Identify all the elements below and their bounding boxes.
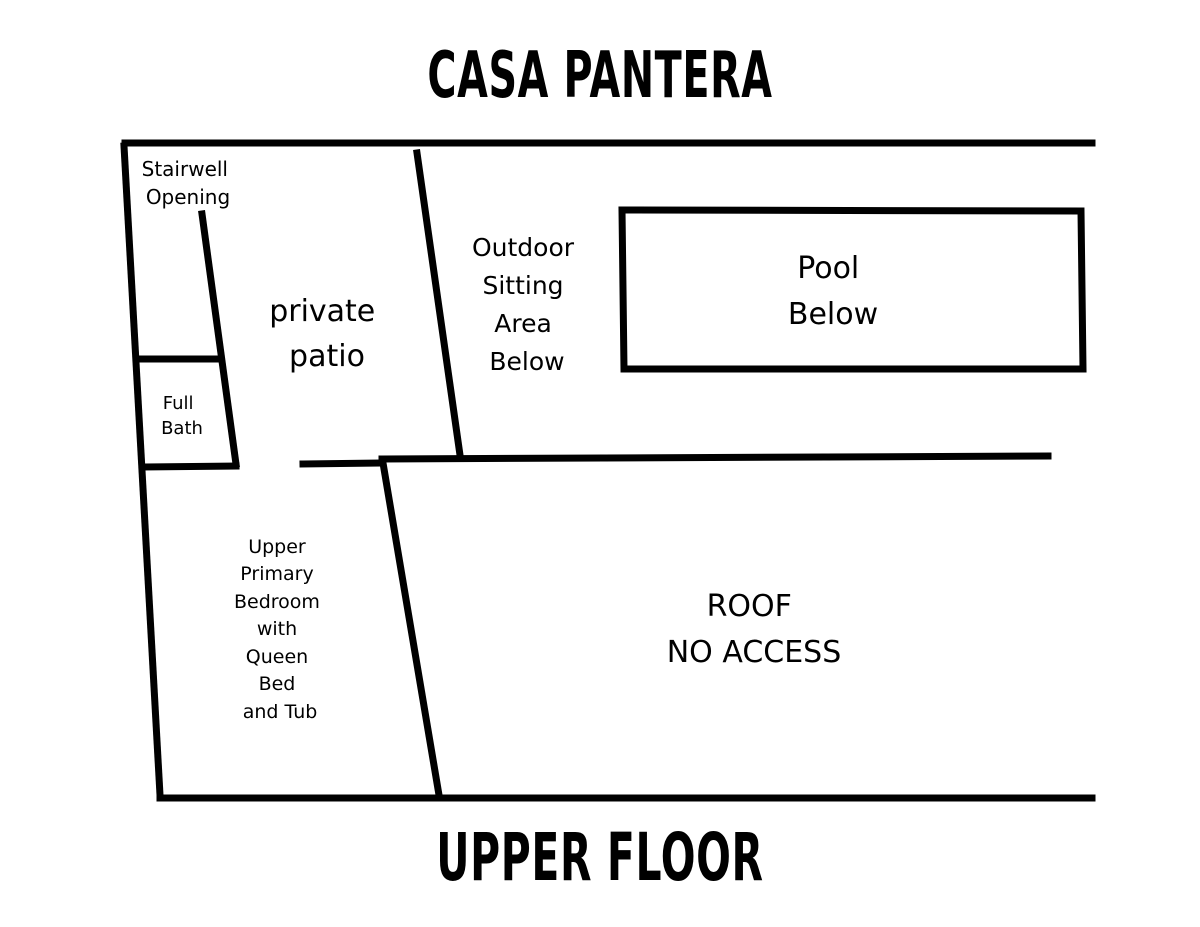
label-roof: ROOF NO ACCESS xyxy=(667,589,842,670)
label-private-patio-line1: private xyxy=(269,294,375,329)
wall-patio-bottom xyxy=(299,459,382,468)
wall-bedroom-divider xyxy=(378,458,444,800)
label-bedroom-line1: Upper xyxy=(248,536,306,558)
pool-outline xyxy=(618,206,1087,373)
label-full-bath-line1: Full xyxy=(163,393,194,414)
wall-bath-bottom xyxy=(141,462,240,471)
plan-subtitle: UPPER FLOOR xyxy=(436,819,764,896)
wall-middle xyxy=(378,452,1052,463)
label-outdoor-sitting-line1: Outdoor xyxy=(472,233,575,262)
label-stairwell: Stairwell Opening xyxy=(142,157,235,209)
label-stairwell-line1: Stairwell xyxy=(142,157,228,181)
label-full-bath: Full Bath xyxy=(161,393,203,439)
label-outdoor-sitting-line2: Sitting xyxy=(482,271,563,300)
label-private-patio: private patio xyxy=(269,294,385,374)
label-outdoor-sitting: Outdoor Sitting Area Below xyxy=(472,233,582,376)
label-bedroom-line3: Bedroom xyxy=(234,591,320,613)
plan-title: CASA PANTERA xyxy=(427,39,773,113)
label-pool-line2: Below xyxy=(788,297,878,332)
wall-stairwell-divider xyxy=(198,210,240,468)
label-bedroom-line5: Queen xyxy=(246,646,308,668)
label-bedroom: Upper Primary Bedroom with Queen Bed and… xyxy=(234,536,326,723)
label-roof-line2: NO ACCESS xyxy=(667,635,842,670)
label-stairwell-line2: Opening xyxy=(146,185,230,209)
label-bedroom-line7: and Tub xyxy=(243,701,318,723)
label-full-bath-line2: Bath xyxy=(161,418,203,439)
label-bedroom-line6: Bed xyxy=(259,673,296,695)
label-roof-line1: ROOF xyxy=(707,589,792,624)
label-private-patio-line2: patio xyxy=(289,339,365,374)
label-pool: Pool Below xyxy=(788,251,878,332)
label-outdoor-sitting-line4: Below xyxy=(489,347,564,376)
wall-patio-divider xyxy=(413,149,464,459)
label-bedroom-line4: with xyxy=(257,618,297,640)
walls xyxy=(120,139,1096,802)
label-bedroom-line2: Primary xyxy=(240,563,313,585)
label-pool-line1: Pool xyxy=(797,251,859,286)
label-outdoor-sitting-line3: Area xyxy=(494,309,552,338)
